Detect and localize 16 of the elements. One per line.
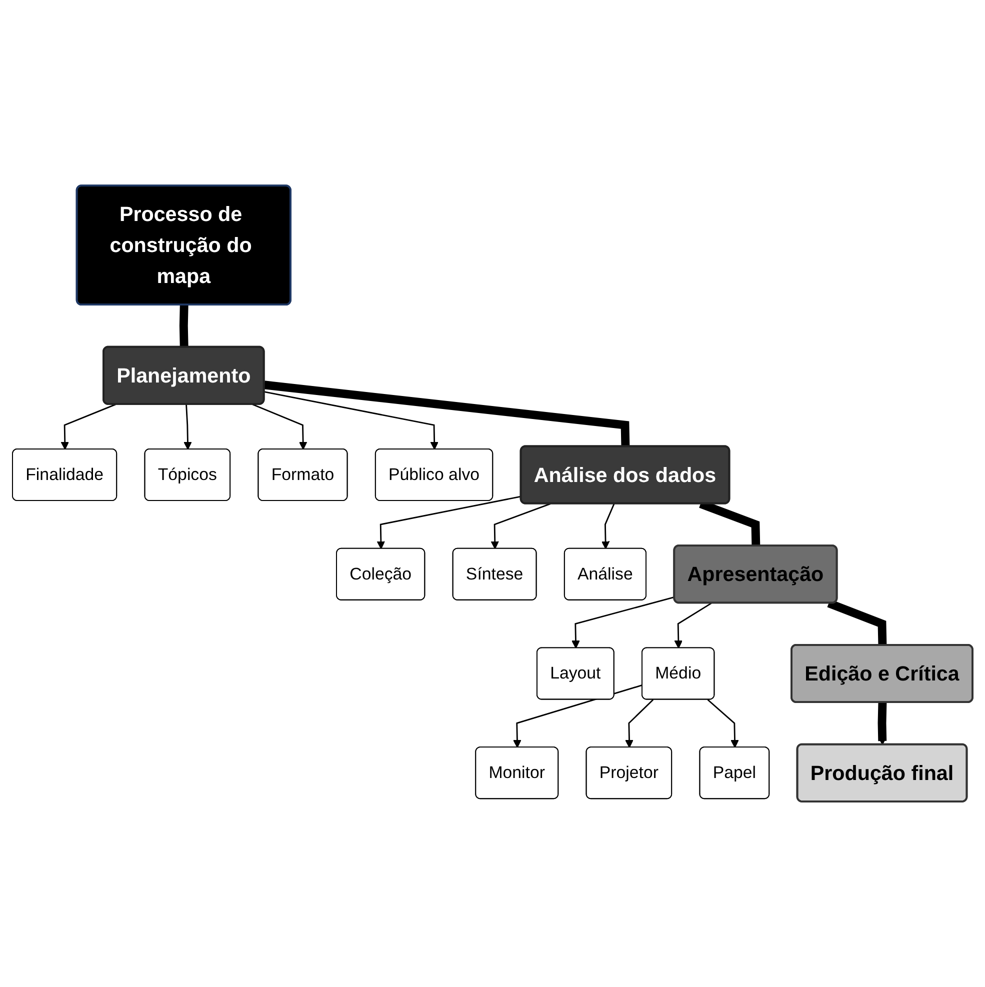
arrow: [878, 702, 887, 746]
arrow: [707, 699, 739, 748]
arrow: [376, 496, 522, 550]
connector: [827, 599, 887, 646]
arrow: [601, 504, 615, 550]
arrow: [674, 602, 712, 649]
arrow: [513, 684, 643, 748]
arrow: [572, 596, 675, 649]
arrow: [60, 404, 116, 450]
arrow: [252, 404, 308, 450]
connector: [264, 380, 630, 447]
arrow: [264, 391, 438, 450]
arrow: [625, 699, 654, 748]
arrow: [184, 404, 192, 450]
connector: [179, 304, 188, 348]
arrow: [490, 503, 551, 550]
